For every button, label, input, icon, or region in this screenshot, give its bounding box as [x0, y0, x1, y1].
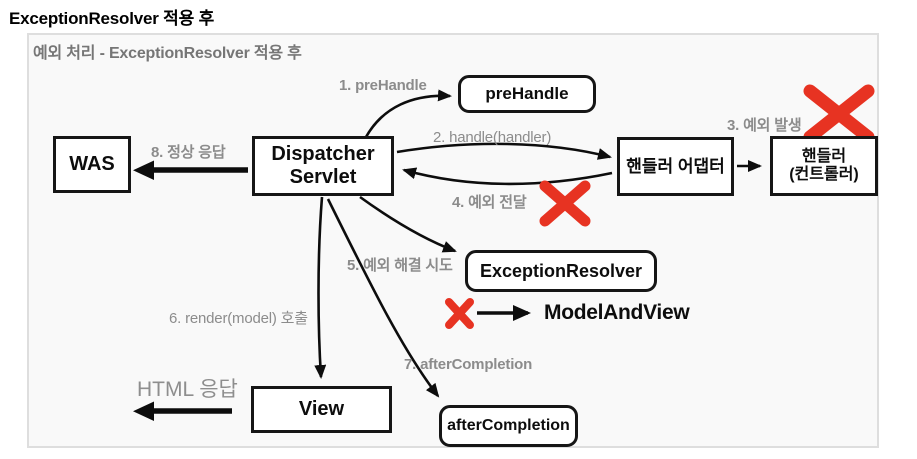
model-and-view-text: ModelAndView	[544, 301, 690, 324]
node-was-label: WAS	[69, 153, 115, 175]
node-view-label: View	[298, 398, 345, 420]
step-label-1-prehandle: 1. preHandle	[339, 77, 427, 94]
node-after-completion: afterCompletion	[439, 405, 578, 447]
step-label-6-render-call: 6. render(model) 호출	[169, 310, 308, 327]
node-dispatcher-label-line2: Servlet	[289, 166, 357, 188]
node-exception-resolver-label: ExceptionResolver	[479, 260, 643, 281]
node-handler-adapter-label: 핸들러 어댑터	[626, 156, 725, 176]
step-label-4-exception-pass: 4. 예외 전달	[452, 194, 527, 211]
node-prehandle-label: preHandle	[485, 84, 569, 104]
node-dispatcher-label-line1: Dispatcher	[271, 143, 375, 165]
node-handler-label-line2: (컨트롤러)	[789, 166, 859, 183]
node-handler-adapter: 핸들러 어댑터	[617, 137, 734, 196]
node-handler-label-line1: 핸들러	[801, 147, 847, 165]
page-title: ExceptionResolver 적용 후	[9, 9, 215, 28]
diagram-header: 예외 처리 - ExceptionResolver 적용 후	[33, 45, 302, 62]
step-label-8-normal-response: 8. 정상 응답	[151, 144, 226, 161]
node-view: View	[251, 386, 392, 433]
html-response-label: HTML 응답	[137, 378, 238, 401]
node-prehandle: preHandle	[458, 75, 596, 113]
step-label-3-exception-occurs: 3. 예외 발생	[727, 117, 802, 134]
step-label-7-after-completion: 7. afterCompletion	[404, 356, 533, 373]
node-after-completion-label: afterCompletion	[447, 416, 570, 434]
node-exception-resolver: ExceptionResolver	[465, 250, 657, 292]
node-was: WAS	[53, 136, 131, 193]
step-label-2-handle: 2. handle(handler)	[433, 129, 552, 146]
node-dispatcher-servlet: Dispatcher Servlet	[252, 136, 394, 196]
step-label-5-exception-resolve: 5. 예외 해결 시도	[347, 257, 453, 274]
node-handler-controller: 핸들러 (컨트롤러)	[770, 136, 878, 196]
